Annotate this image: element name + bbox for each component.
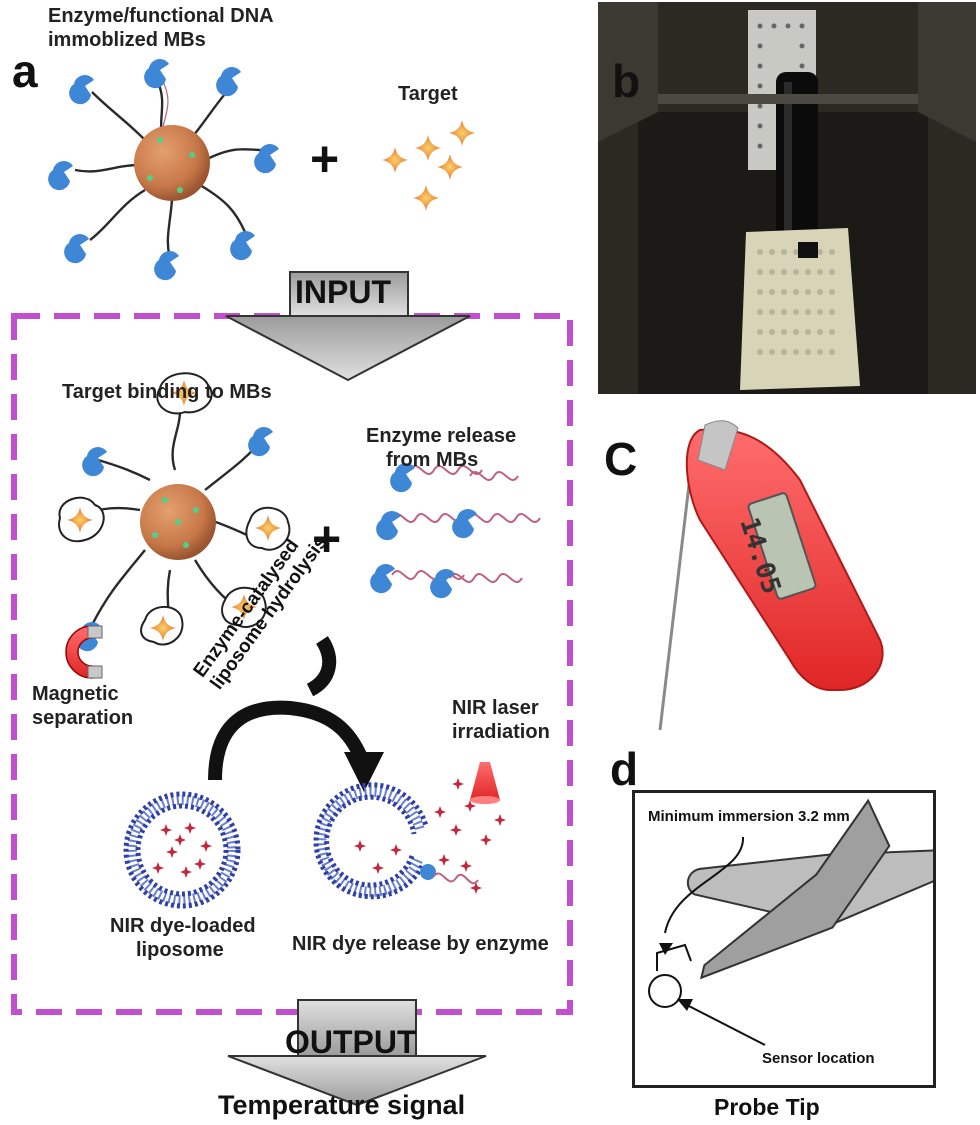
panel-label-d: d [610, 743, 639, 795]
temperature-signal-caption: Temperature signal [218, 1090, 466, 1120]
binding-label: Target binding to MBs [62, 381, 272, 403]
dye-loaded-label-line2: liposome [136, 939, 224, 961]
laser-icon [470, 762, 500, 804]
output-label: OUTPUT [285, 1024, 417, 1060]
nir-label-line2: irradiation [452, 721, 550, 743]
release-label-line2: from MBs [386, 449, 479, 471]
release-label-line1: Enzyme release [366, 425, 517, 447]
liposome-loaded [123, 791, 241, 909]
photo-laser-setup [598, 2, 976, 394]
process-frame [11, 313, 573, 1015]
plus-middle: + [312, 511, 342, 567]
plus-top: + [310, 131, 340, 187]
panel-label-a: a [12, 45, 38, 97]
magnetic-label-line2: separation [32, 707, 134, 729]
output-arrow [227, 999, 487, 1107]
liposome-released [313, 778, 506, 900]
probe-tip-title: Probe Tip [714, 1094, 820, 1120]
input-arrow [225, 271, 471, 382]
mbs-label-line2: immoblized MBs [48, 29, 206, 51]
released-enzymes [370, 463, 541, 599]
nir-label-line1: NIR laser [452, 697, 539, 719]
dye-release-label: NIR dye release by enzyme [292, 933, 549, 955]
probe-diagram-frame [632, 790, 936, 1088]
dye-loaded-label-line1: NIR dye-loaded [110, 915, 256, 937]
panel-label-c: C [604, 433, 638, 485]
target-stars [382, 120, 475, 211]
hydrolysis-arrow [208, 636, 369, 781]
sensor-location-label: Sensor location [762, 1050, 875, 1067]
mbs-label-line1: Enzyme/functional DNA [48, 5, 274, 27]
magnet-icon [65, 625, 103, 679]
panel-label-b: b [612, 55, 641, 107]
magnetic-label-line1: Magnetic [32, 683, 119, 705]
target-label: Target [398, 83, 458, 105]
input-label: INPUT [295, 274, 391, 310]
top-bead-assembly [48, 59, 279, 281]
immersion-label: Minimum immersion 3.2 mm [648, 808, 850, 825]
middle-bead-assembly [58, 372, 291, 652]
